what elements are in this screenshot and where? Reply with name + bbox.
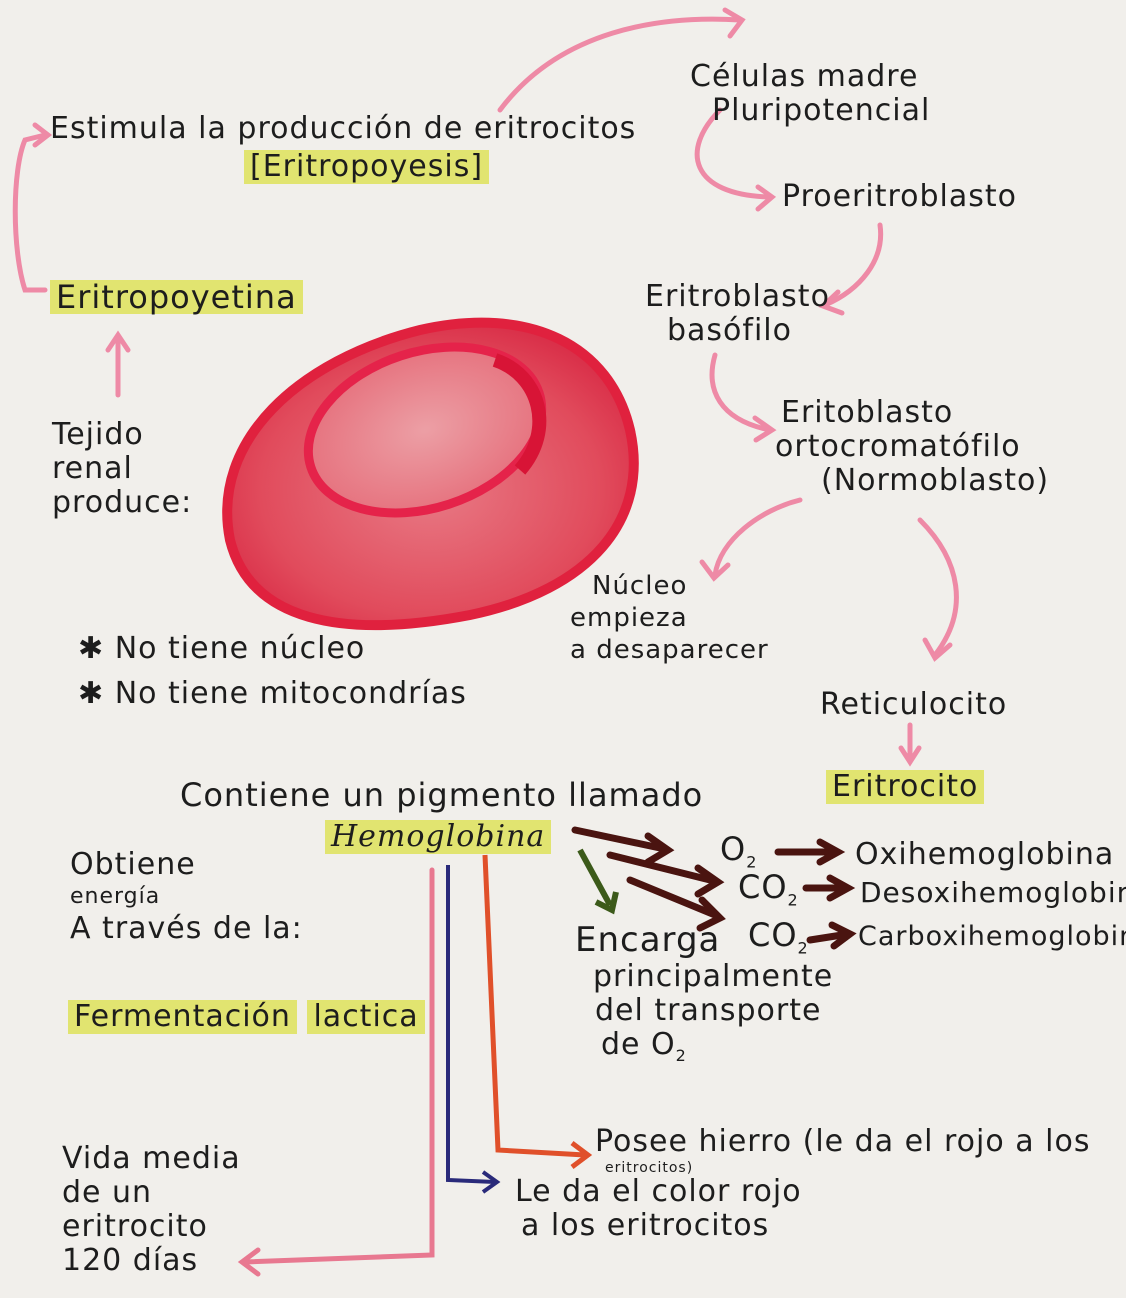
text-tejido-renal: Tejido renal produce: <box>52 418 192 520</box>
label-hemoglobina: Hemoglobina <box>325 820 551 854</box>
arrow-to-ortocromatofilo <box>712 355 770 430</box>
text-nucleo-desaparecer: Núcleo empieza a desaparecer <box>570 570 769 666</box>
text-estimula: Estimula la producción de eritrocitos <box>50 112 636 146</box>
green-arrow-encarga <box>580 850 616 910</box>
text-color-rojo: Le da el color rojo a los eritrocitos <box>515 1175 802 1243</box>
arrow-to-estimula <box>15 135 45 290</box>
text-obtiene-energia: Obtiene energía A través de la: <box>70 848 303 946</box>
stage-celulas-madre: Células madre Pluripotencial <box>690 60 930 128</box>
label-co2-a: CO2 <box>738 870 799 917</box>
label-oxihemoglobina: Oxihemoglobina <box>855 838 1114 872</box>
label-carboxihemoglobina: Carboxihemoglobina <box>858 920 1126 954</box>
text-encarga-transporte: Encarga principalmente del transporte de… <box>575 920 833 1073</box>
text-contiene-pigmento: Contiene un pigmento llamado <box>180 778 703 812</box>
stage-eritroblasto-basofilo: Eritroblasto basófilo <box>645 280 830 348</box>
orange-arrow-posee-hierro <box>485 855 585 1155</box>
text-vida-media: Vida media de un eritrocito 120 días <box>62 1142 241 1278</box>
text-posee-hierro: Posee hierro (le da el rojo a los <box>595 1125 1090 1159</box>
stage-eritroblasto-ortocromatofilo: Eritoblasto ortocromatófilo (Normoblasto… <box>775 396 1049 498</box>
note-no-nucleo: ✱ No tiene núcleo <box>78 632 365 666</box>
arrow-to-reticulocito <box>920 520 956 655</box>
stage-eritrocito: Eritrocito <box>826 770 984 804</box>
stage-reticulocito: Reticulocito <box>820 688 1007 722</box>
stage-proeritroblasto: Proeritroblasto <box>782 180 1017 214</box>
label-eritropoyesis: [Eritropoyesis] <box>244 150 489 184</box>
label-desoxihemoglobina: Desoxihemoglobina <box>860 876 1126 910</box>
note-no-mitocondrias: ✱ No tiene mitocondrías <box>78 677 467 711</box>
label-eritropoyetina: Eritropoyetina <box>50 280 303 314</box>
label-fermentacion-lactica: Fermentación lactica <box>68 1000 425 1034</box>
